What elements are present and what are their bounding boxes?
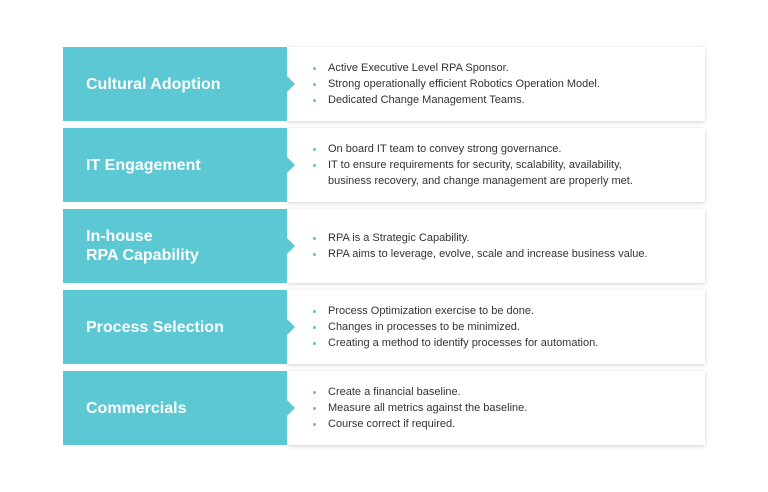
bullet-item: Create a financial baseline.	[313, 384, 527, 400]
row-process-selection: Process Selection Process Optimization e…	[63, 290, 705, 364]
row-title-box: Process Selection	[63, 290, 295, 364]
row-content: RPA is a Strategic Capability. RPA aims …	[287, 209, 705, 283]
bullet-item: Course correct if required.	[313, 416, 527, 432]
bullet-item: Changes in processes to be minimized.	[313, 319, 598, 335]
bullet-list: Create a financial baseline. Measure all…	[313, 384, 527, 432]
row-title-box: IT Engagement	[63, 128, 295, 202]
bullet-list: Process Optimization exercise to be done…	[313, 303, 598, 351]
bullet-item: RPA is a Strategic Capability.	[313, 230, 648, 246]
bullet-item: Creating a method to identify processes …	[313, 335, 598, 351]
bullet-item: RPA aims to leverage, evolve, scale and …	[313, 246, 648, 262]
bullet-item: Dedicated Change Management Teams.	[313, 92, 600, 108]
row-content: Process Optimization exercise to be done…	[287, 290, 705, 364]
arrow-right-icon	[287, 157, 295, 173]
row-title: In-house RPA Capability	[86, 228, 199, 264]
row-title: Commercials	[86, 399, 187, 417]
row-title: Process Selection	[86, 318, 224, 336]
bullet-list: On board IT team to convey strong govern…	[313, 141, 633, 189]
row-commercials: Commercials Create a financial baseline.…	[63, 371, 705, 445]
row-title: Cultural Adoption	[86, 75, 221, 93]
bullet-item: On board IT team to convey strong govern…	[313, 141, 633, 157]
arrow-right-icon	[287, 238, 295, 254]
bullet-item: IT to ensure requirements for security, …	[313, 157, 633, 189]
bullet-list: Active Executive Level RPA Sponsor. Stro…	[313, 60, 600, 108]
row-inhouse-rpa-capability: In-house RPA Capability RPA is a Strateg…	[63, 209, 705, 283]
row-content: On board IT team to convey strong govern…	[287, 128, 705, 202]
arrow-right-icon	[287, 319, 295, 335]
arrow-right-icon	[287, 76, 295, 92]
bullet-item: Process Optimization exercise to be done…	[313, 303, 598, 319]
row-title: IT Engagement	[86, 156, 201, 174]
row-it-engagement: IT Engagement On board IT team to convey…	[63, 128, 705, 202]
arrow-right-icon	[287, 400, 295, 416]
row-content: Create a financial baseline. Measure all…	[287, 371, 705, 445]
bullet-item: Strong operationally efficient Robotics …	[313, 76, 600, 92]
bullet-list: RPA is a Strategic Capability. RPA aims …	[313, 230, 648, 262]
rpa-framework-table: Cultural Adoption Active Executive Level…	[63, 47, 705, 452]
row-cultural-adoption: Cultural Adoption Active Executive Level…	[63, 47, 705, 121]
row-title-box: In-house RPA Capability	[63, 209, 295, 283]
bullet-item: Active Executive Level RPA Sponsor.	[313, 60, 600, 76]
row-content: Active Executive Level RPA Sponsor. Stro…	[287, 47, 705, 121]
row-title-box: Cultural Adoption	[63, 47, 295, 121]
row-title-box: Commercials	[63, 371, 295, 445]
bullet-item: Measure all metrics against the baseline…	[313, 400, 527, 416]
